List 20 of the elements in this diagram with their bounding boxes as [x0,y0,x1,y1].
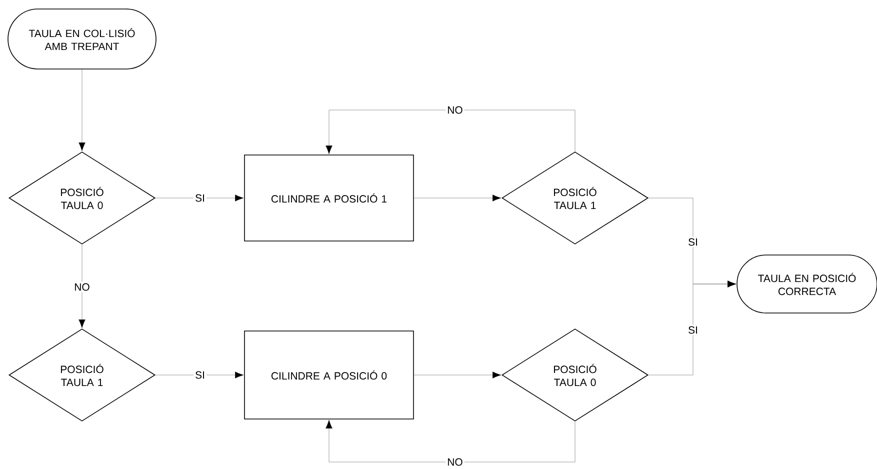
process-box: CILINDRE A POSICIÓ 1 [244,154,414,242]
arrow [414,372,501,378]
arrow [414,194,501,202]
arrow [155,194,244,202]
terminal-box: TAULA EN COL·LISIÓ AMB TREPANT [8,8,156,70]
edge-label: NO [446,104,464,116]
edge-label: SI [194,370,206,380]
edge-label: SI [686,236,700,248]
edge-label: NO [72,282,92,292]
arrow [78,244,86,328]
arrow [326,420,576,462]
edge-label: SI [194,192,206,204]
terminal-box: TAULA EN POSICIÓ CORRECTA [736,254,877,314]
arrow [78,69,86,151]
arrow [155,372,244,378]
edge-label: SI [686,324,700,336]
arrow [648,280,736,376]
process-box: CILINDRE A POSICIÓ 0 [244,330,414,420]
arrow [326,110,576,154]
edge-label: NO [446,456,464,468]
